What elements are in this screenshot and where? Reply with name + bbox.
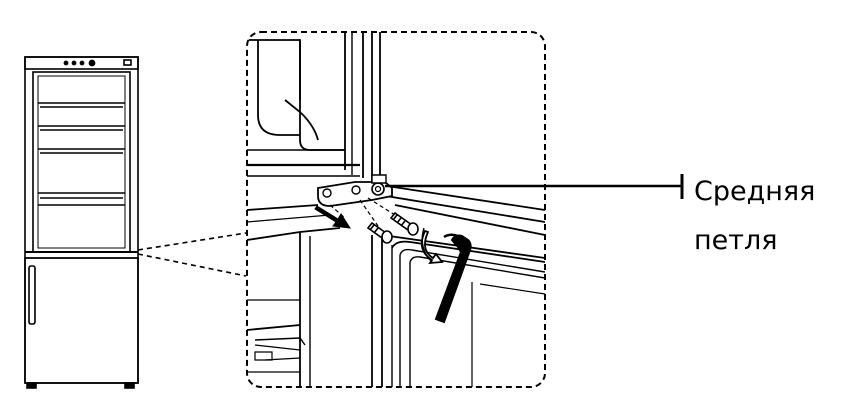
callout-leader — [385, 174, 682, 199]
fridge-lower-door — [25, 258, 138, 383]
detail-view — [247, 32, 545, 387]
detail-view-border — [247, 32, 545, 387]
fridge-shelves — [38, 103, 125, 205]
fridge-upper-compartment — [33, 72, 130, 252]
fridge-door-handle — [29, 266, 35, 324]
fridge-body — [25, 57, 138, 383]
middle-hinge — [318, 175, 392, 206]
cabinet-wall — [372, 32, 545, 235]
callout-label-line2: петля — [694, 226, 778, 256]
zoom-connector-lines — [138, 233, 246, 276]
remove-direction-arrow — [315, 206, 350, 228]
callout-label-line1: Средняя — [694, 177, 815, 207]
refrigerator-overview — [25, 57, 138, 388]
lower-compartment-detail — [247, 228, 340, 387]
screw — [391, 213, 418, 235]
